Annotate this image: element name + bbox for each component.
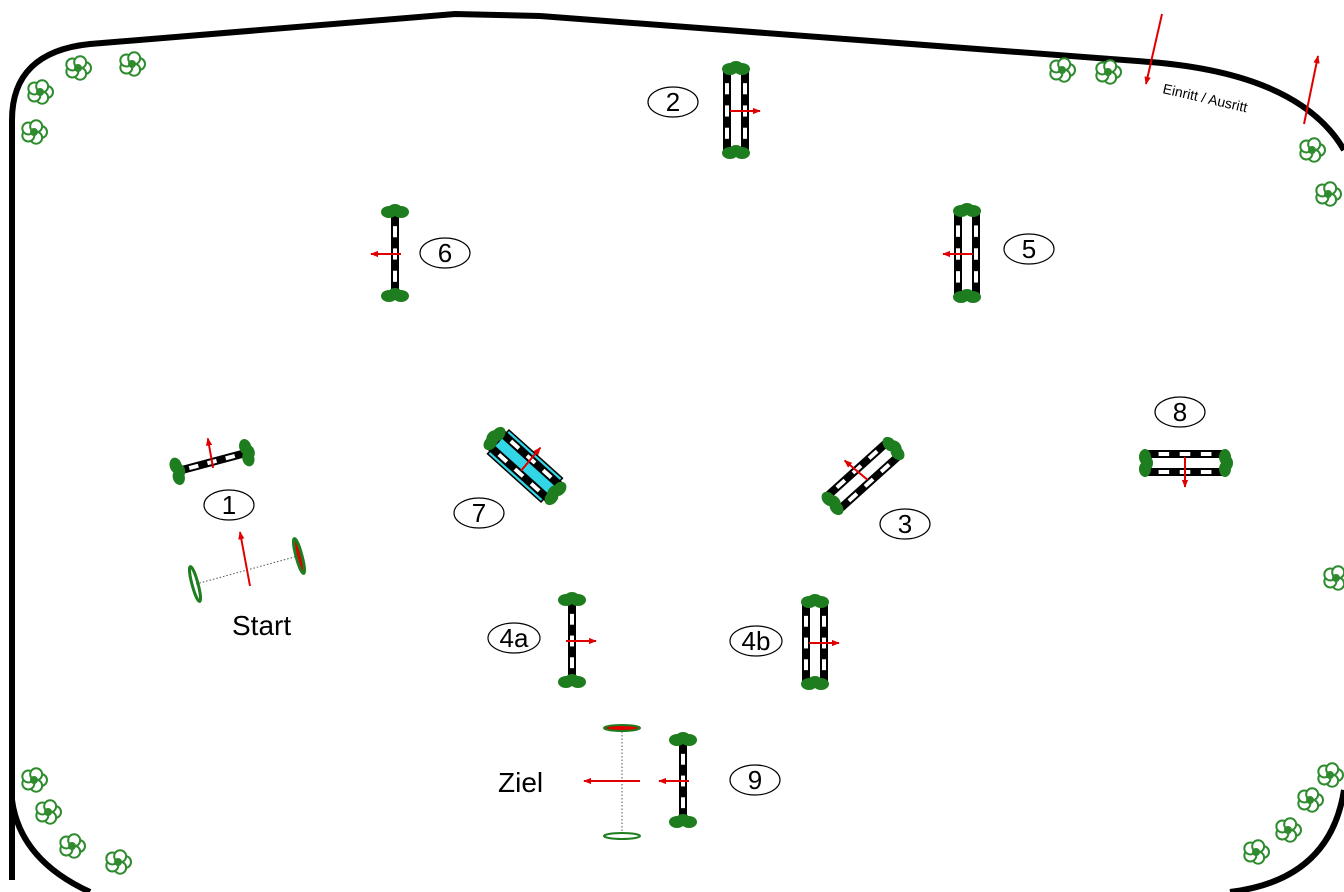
entry-arrow: [1144, 13, 1163, 85]
wing-top: [669, 732, 697, 746]
obstacle-number: 2: [666, 87, 680, 117]
obstacle-4b-label: 4b: [729, 625, 783, 657]
obstacle-5: [942, 203, 981, 303]
obstacle-2-label: 2: [647, 86, 699, 118]
bush-decoration: [35, 799, 62, 825]
wing-top: [483, 426, 506, 451]
obstacle-number: 4b: [742, 626, 771, 656]
bush-decoration: [21, 767, 48, 793]
finish-post-top: [603, 724, 641, 732]
bush-decoration: [105, 849, 132, 875]
obstacle-5-label: 5: [1003, 233, 1055, 265]
obstacle-1: [169, 437, 255, 485]
wing-top: [558, 592, 586, 606]
obstacle-number: 3: [898, 509, 912, 539]
obstacle-7-label: 7: [453, 497, 505, 529]
wing-bottom: [722, 145, 750, 159]
obstacle-3-label: 3: [879, 508, 931, 540]
obstacle-number: 4a: [500, 623, 529, 653]
bush-decoration: [1299, 137, 1326, 163]
obstacle-9-label: 9: [729, 764, 781, 796]
finish-post-bottom: [603, 832, 641, 840]
wing-top: [953, 203, 981, 217]
obstacle-number: 7: [472, 498, 486, 528]
wing-top: [1219, 449, 1233, 477]
bush-decoration: [1323, 565, 1344, 591]
bush-decoration: [1243, 839, 1270, 865]
wing-bottom: [544, 481, 567, 506]
pole-front: [723, 72, 731, 150]
wing-bottom: [1139, 449, 1153, 477]
obstacle-1-label: 1: [203, 489, 255, 521]
wing-top: [882, 436, 905, 461]
obstacle-8: [1139, 449, 1233, 488]
obstacle-4a-label: 4a: [487, 622, 541, 654]
bush-decoration: [1317, 762, 1344, 788]
bush-decoration: [1095, 59, 1122, 85]
obstacle-6-label: 6: [419, 237, 471, 269]
pole-back: [838, 454, 900, 512]
wing-bottom: [558, 674, 586, 688]
obstacle-7-direction-arrow: [520, 446, 542, 472]
pole-back: [972, 214, 980, 294]
bush-decoration: [27, 79, 54, 105]
obstacle-number: 6: [438, 238, 452, 268]
arena-fence-bottom-right: [1229, 789, 1344, 892]
arena-fence-bottom-left: [9, 799, 92, 892]
wing-bottom: [381, 288, 409, 302]
wing-bottom: [953, 289, 981, 303]
obstacle-number: 1: [222, 490, 236, 520]
bush-decoration: [21, 119, 48, 145]
bush-decoration: [1315, 181, 1342, 207]
obstacle-number: 9: [748, 765, 762, 795]
obstacle-6: [370, 204, 409, 302]
finish-label: Ziel: [498, 767, 543, 798]
pole-front: [802, 605, 810, 681]
decorative-bushes: [21, 51, 1344, 875]
obstacles-layer: 1 2 3 4a 4b 5 6 7 8 9: [169, 61, 1233, 828]
start-post-right: [292, 537, 306, 575]
wing-bottom: [169, 457, 186, 485]
pole-front: [1148, 450, 1222, 458]
start-post-left: [188, 565, 202, 603]
exit-arrow: [1303, 55, 1320, 125]
obstacle-number: 5: [1022, 234, 1036, 264]
finish-line: Ziel: [498, 724, 641, 840]
obstacle-3-direction-arrow: [843, 459, 869, 481]
start-line: Start: [188, 531, 306, 641]
obstacle-2: [722, 61, 761, 159]
entry-exit-marker: Einritt / Ausritt: [1144, 13, 1320, 125]
obstacle-4b: [801, 594, 840, 690]
entry-exit-label: Einritt / Ausritt: [1161, 80, 1249, 115]
obstacle-number: 8: [1173, 397, 1187, 427]
wing-bottom: [821, 491, 844, 516]
wing-top: [381, 204, 409, 218]
wing-top: [239, 439, 255, 467]
pole-front: [826, 440, 888, 498]
bush-decoration: [59, 833, 86, 859]
wing-top: [801, 594, 829, 608]
bush-decoration: [1049, 57, 1076, 83]
wing-bottom: [669, 814, 697, 828]
obstacle-7: [483, 426, 567, 506]
arena-fence: [9, 11, 1344, 880]
bush-decoration: [1297, 787, 1324, 813]
bush-decoration: [65, 55, 92, 81]
wing-bottom: [801, 676, 829, 690]
obstacle-3: [821, 436, 905, 516]
bush-decoration: [1275, 817, 1302, 843]
start-label: Start: [232, 610, 291, 641]
pole-front: [488, 444, 550, 502]
obstacle-9: [658, 732, 697, 828]
obstacle-1-direction-arrow: [205, 437, 215, 469]
bush-decoration: [119, 51, 146, 77]
obstacle-8-label: 8: [1154, 396, 1206, 428]
start-direction-arrow: [238, 531, 251, 587]
wing-top: [722, 61, 750, 75]
obstacle-4a: [558, 592, 597, 688]
